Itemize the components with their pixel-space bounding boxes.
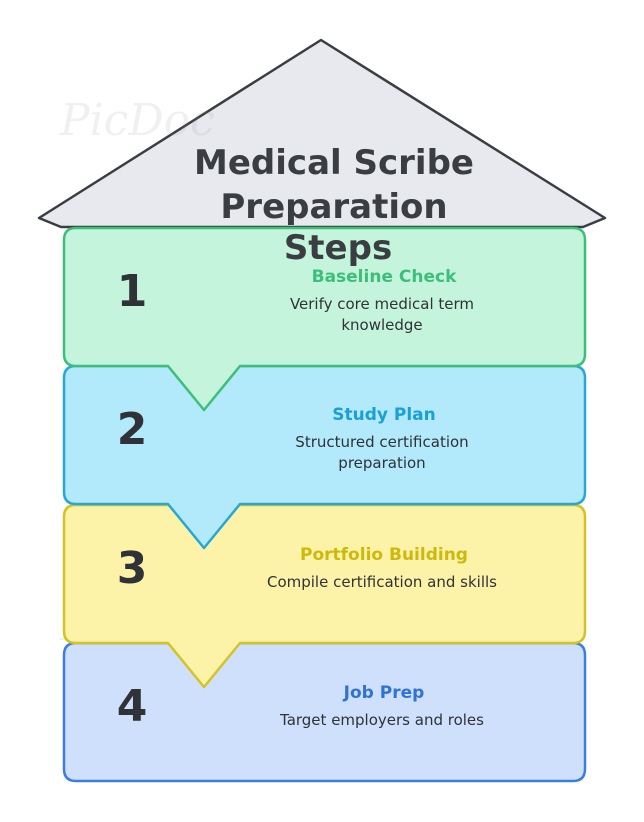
step-number: 3 [117,543,148,594]
step-description: Structured certification [295,433,468,451]
watermark-text: PicDoc [59,95,215,146]
title-line-1: Medical Scribe [194,143,474,183]
step-box [62,226,587,412]
step-description: Compile certification and skills [267,573,497,591]
step-title: Job Prep [343,683,425,703]
step-box [62,364,587,550]
diagram-title: Medical Scribe Preparation Steps [194,143,474,268]
title-line-3: Steps [284,228,392,268]
step-description: knowledge [341,316,422,334]
roof-shape [37,38,607,229]
step-description: preparation [338,454,425,472]
step-number: 1 [117,266,148,317]
title-line-2: Preparation [220,187,447,227]
step-number: 4 [117,681,148,732]
step-description: Verify core medical term [290,295,474,313]
step-title: Study Plan [332,405,436,425]
step-description: Target employers and roles [279,711,484,729]
step-number: 2 [117,404,148,455]
step-box [62,503,587,689]
step-title: Portfolio Building [300,545,468,565]
step-box [62,641,587,783]
step-title: Baseline Check [312,267,457,287]
